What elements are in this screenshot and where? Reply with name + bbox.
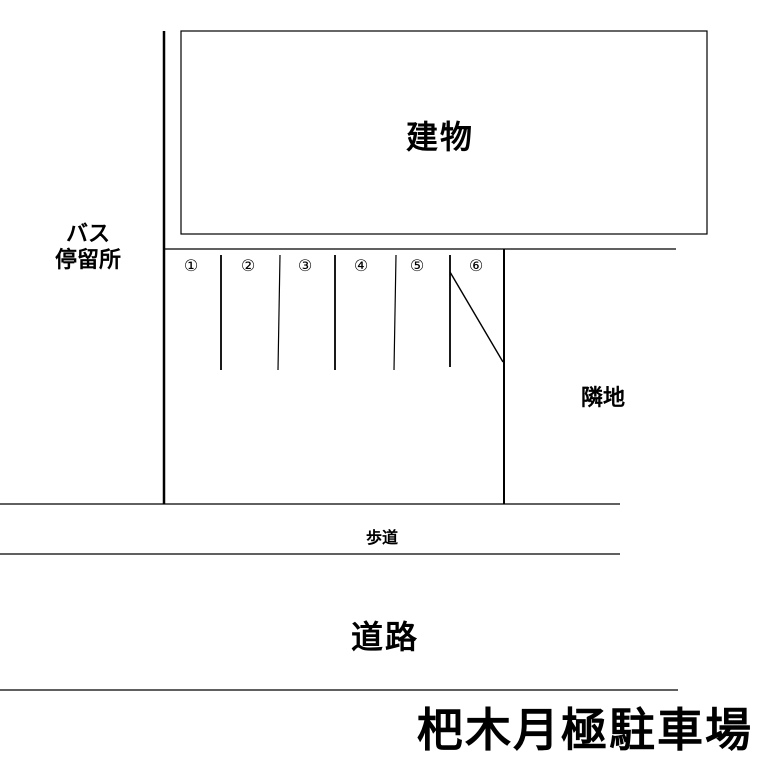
- sidewalk-label: 歩道: [366, 528, 399, 547]
- road-label: 道路: [351, 618, 420, 656]
- slot-number-4: ④: [353, 256, 369, 275]
- bus-stop-label-line2: 停留所: [54, 248, 121, 273]
- slot-number-2: ②: [240, 256, 256, 275]
- slot-number-5: ⑤: [409, 256, 425, 275]
- slot-divider: [393, 254, 397, 371]
- neighbor-land-label: 隣地: [581, 386, 626, 411]
- slot-divider: [277, 254, 281, 371]
- slot-diagonal: [449, 271, 504, 363]
- slot-number-1: ①: [183, 256, 199, 275]
- page-title: 杷木月極駐車場: [417, 703, 753, 757]
- building-outline: [180, 30, 708, 235]
- building-label: 建物: [406, 118, 475, 156]
- bus-stop-label: バス 停留所: [38, 222, 138, 274]
- slot-number-3: ③: [297, 256, 313, 275]
- bus-stop-label-line1: バス: [65, 222, 110, 247]
- slot-number-6: ⑥: [468, 256, 484, 275]
